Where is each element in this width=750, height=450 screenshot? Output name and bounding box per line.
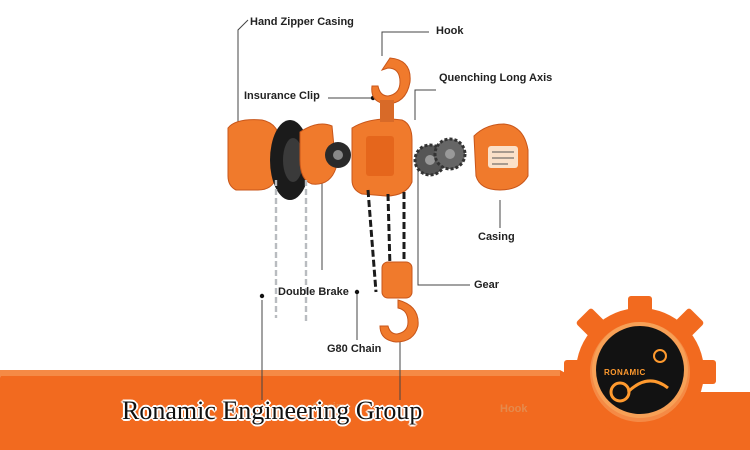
label-chain: Chain <box>312 401 343 413</box>
label-hook-top: Hook <box>436 25 464 37</box>
label-quenching-long-axis: Quenching Long Axis <box>439 72 553 84</box>
brake-cover-part <box>299 123 337 185</box>
leader-lines <box>237 19 501 400</box>
label-insurance-clip: Insurance Clip <box>244 90 320 102</box>
g80-load-chain-part <box>366 189 406 293</box>
label-casing: Casing <box>478 231 515 243</box>
double-brake-part <box>325 142 351 168</box>
bottom-hook-part <box>379 261 419 343</box>
logo-wordmark: RONAMIC <box>604 368 646 377</box>
label-gear: Gear <box>474 279 500 291</box>
body-plate <box>366 136 394 176</box>
banner-highlight <box>0 370 560 376</box>
label-hand-zipper-casing: Hand Zipper Casing <box>250 16 354 28</box>
banner-background <box>0 370 750 450</box>
gear-logo-icon <box>564 296 716 450</box>
leader-dot-chain <box>259 293 265 299</box>
hand-chain-part <box>274 180 308 322</box>
top-hook-part <box>371 57 411 122</box>
label-double-brake: Double Brake <box>278 286 349 298</box>
casing-part <box>473 123 529 191</box>
leader-dot-double-brake <box>354 289 360 295</box>
gear-set-part <box>413 137 467 177</box>
banner-title: Ronamic Engineering Group <box>122 396 423 425</box>
label-g80-chain: G80 Chain <box>327 343 382 355</box>
label-hook-bottom: Hook <box>500 403 528 415</box>
